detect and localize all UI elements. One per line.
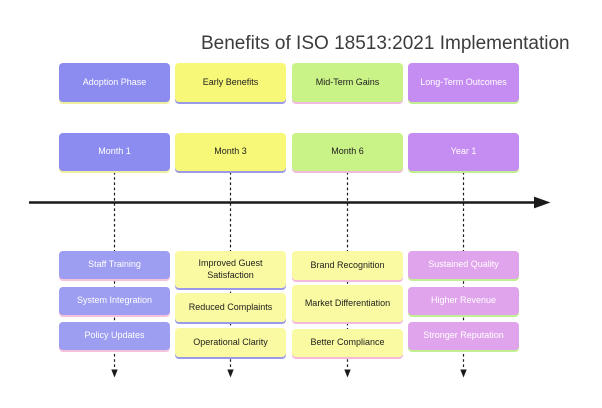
phase-box-adoption-phase: Adoption Phase bbox=[59, 63, 170, 102]
benefit-box-brand-recognition: Brand Recognition bbox=[292, 251, 403, 280]
benefit-box-improved-guest-satisfaction: Improved Guest Satisfaction bbox=[175, 251, 286, 288]
time-box-month-6: Month 6 bbox=[292, 133, 403, 171]
time-box-month-3: Month 3 bbox=[175, 133, 286, 171]
benefit-box-operational-clarity: Operational Clarity bbox=[175, 328, 286, 357]
down-arrowhead-icon-col2 bbox=[227, 369, 234, 378]
down-arrowhead-icon-col1 bbox=[111, 369, 118, 378]
phase-box-long-term-outcomes: Long-Term Outcomes bbox=[408, 63, 519, 102]
benefit-box-market-differentiation: Market Differentiation bbox=[292, 285, 403, 322]
phase-box-early-benefits: Early Benefits bbox=[175, 63, 286, 102]
diagram-title: Benefits of ISO 18513:2021 Implementatio… bbox=[201, 33, 570, 54]
timeline-arrowhead-icon bbox=[534, 196, 551, 209]
benefit-box-policy-updates: Policy Updates bbox=[59, 322, 170, 350]
down-arrowhead-icon-col4 bbox=[460, 369, 467, 378]
time-box-month-1: Month 1 bbox=[59, 133, 170, 171]
benefit-box-system-integration: System Integration bbox=[59, 287, 170, 315]
phase-box-mid-term-gains: Mid-Term Gains bbox=[292, 63, 403, 102]
benefit-box-higher-revenue: Higher Revenue bbox=[408, 287, 519, 315]
benefit-box-sustained-quality: Sustained Quality bbox=[408, 251, 519, 279]
down-arrowhead-icon-col3 bbox=[344, 369, 351, 378]
benefit-box-reduced-complaints: Reduced Complaints bbox=[175, 293, 286, 322]
benefit-box-better-compliance: Better Compliance bbox=[292, 329, 403, 357]
time-box-year-1: Year 1 bbox=[408, 133, 519, 171]
benefit-box-stronger-reputation: Stronger Reputation bbox=[408, 322, 519, 350]
benefit-box-staff-training: Staff Training bbox=[59, 251, 170, 279]
